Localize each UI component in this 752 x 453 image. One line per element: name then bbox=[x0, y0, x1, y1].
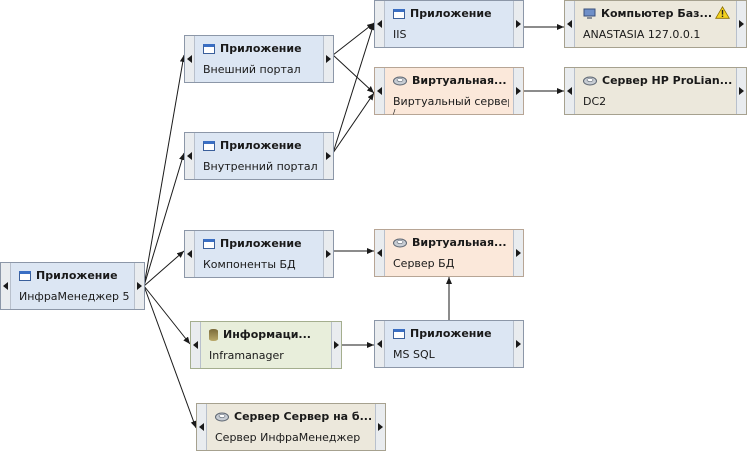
expand-right-handle[interactable] bbox=[375, 404, 385, 450]
expand-left-handle[interactable] bbox=[565, 1, 575, 47]
edge-root-ext bbox=[143, 54, 186, 287]
node-subtitle: ANASTASIA 127.0.0.1 bbox=[583, 28, 701, 41]
expand-left-handle[interactable] bbox=[185, 36, 195, 82]
warning-icon bbox=[715, 6, 730, 19]
expand-right-handle[interactable] bbox=[134, 263, 144, 309]
node-title: Приложение bbox=[220, 237, 302, 250]
node-iis[interactable]: Приложение IIS bbox=[374, 0, 524, 48]
node-ms-sql[interactable]: Приложение MS SQL bbox=[374, 320, 524, 368]
expand-right-handle[interactable] bbox=[513, 1, 523, 47]
expand-right-handle[interactable] bbox=[323, 231, 333, 277]
node-virtual-db-server[interactable]: Виртуальная... Сервер БД bbox=[374, 229, 524, 277]
node-server-inframanager[interactable]: Сервер Сервер на б... Сервер ИнфраМенедж… bbox=[196, 403, 386, 451]
node-title: Приложение bbox=[410, 327, 492, 340]
window-icon bbox=[203, 43, 215, 54]
computer-icon bbox=[583, 8, 596, 19]
node-information-system[interactable]: Информаци... Inframanager bbox=[190, 321, 342, 369]
expand-right-handle[interactable] bbox=[513, 230, 523, 276]
node-subtitle: ИнфраМенеджер 5.x bbox=[19, 290, 130, 303]
node-virtual-server[interactable]: Виртуальная... Виртуальный сервер / bbox=[374, 67, 524, 115]
server-icon bbox=[215, 412, 229, 421]
node-internal-portal[interactable]: Приложение Внутренний портал bbox=[184, 132, 334, 180]
virtual-server-icon bbox=[393, 76, 407, 85]
expand-left-handle[interactable] bbox=[375, 230, 385, 276]
node-subtitle: Виртуальный сервер bbox=[393, 95, 509, 108]
node-root-app[interactable]: Приложение ИнфраМенеджер 5.x bbox=[0, 262, 145, 310]
expand-left-handle[interactable] bbox=[1, 263, 11, 309]
node-subtitle: Сервер БД bbox=[393, 257, 455, 270]
expand-right-handle[interactable] bbox=[323, 133, 333, 179]
edge-ext-iis bbox=[332, 22, 375, 56]
expand-right-handle[interactable] bbox=[323, 36, 333, 82]
node-subtitle: Внешний портал bbox=[203, 63, 301, 76]
node-db-components[interactable]: Приложение Компоненты БД bbox=[184, 230, 334, 278]
edge-root-srv bbox=[143, 285, 197, 429]
database-icon bbox=[209, 328, 218, 341]
node-external-portal[interactable]: Приложение Внешний портал bbox=[184, 35, 334, 83]
node-subtitle: Inframanager bbox=[209, 349, 284, 362]
node-subtitle: Внутренний портал bbox=[203, 160, 318, 173]
expand-left-handle[interactable] bbox=[185, 231, 195, 277]
node-title: Приложение bbox=[410, 7, 492, 20]
expand-left-handle[interactable] bbox=[185, 133, 195, 179]
expand-left-handle[interactable] bbox=[197, 404, 207, 450]
edge-root-int bbox=[143, 152, 185, 287]
expand-left-handle[interactable] bbox=[375, 68, 385, 114]
window-icon bbox=[393, 328, 405, 339]
expand-right-handle[interactable] bbox=[331, 322, 341, 368]
node-subtitle: Компоненты БД bbox=[203, 258, 296, 271]
node-title: Виртуальная... bbox=[412, 236, 507, 249]
edge-root-comp bbox=[143, 250, 185, 287]
node-title: Приложение bbox=[36, 269, 118, 282]
node-subtitle: MS SQL bbox=[393, 348, 435, 361]
edge-int-vm1 bbox=[332, 92, 375, 154]
expand-left-handle[interactable] bbox=[375, 1, 385, 47]
edge-root-info bbox=[143, 285, 191, 345]
expand-right-handle[interactable] bbox=[513, 68, 523, 114]
node-title: Приложение bbox=[220, 139, 302, 152]
expand-right-handle[interactable] bbox=[736, 1, 746, 47]
expand-right-handle[interactable] bbox=[513, 321, 523, 367]
node-computer[interactable]: Компьютер Баз... ANASTASIA 127.0.0.1 bbox=[564, 0, 747, 48]
node-title: Приложение bbox=[220, 42, 302, 55]
window-icon bbox=[19, 270, 31, 281]
node-title: Сервер Сервер на б... bbox=[234, 410, 371, 423]
node-title: Сервер HP ProLian... bbox=[602, 74, 732, 87]
edge-ext-vm1 bbox=[332, 54, 375, 94]
node-title: Компьютер Баз... bbox=[601, 7, 712, 20]
server-icon bbox=[583, 76, 597, 85]
virtual-server-icon bbox=[393, 238, 407, 247]
edge-int-iis bbox=[332, 22, 375, 154]
window-icon bbox=[203, 140, 215, 151]
window-icon bbox=[203, 238, 215, 249]
expand-left-handle[interactable] bbox=[375, 321, 385, 367]
expand-right-handle[interactable] bbox=[736, 68, 746, 114]
node-title: Виртуальная... bbox=[412, 74, 507, 87]
window-icon bbox=[393, 8, 405, 19]
node-subtitle: IIS bbox=[393, 28, 407, 41]
node-subtitle: DC2 bbox=[583, 95, 607, 108]
node-extra-text: / bbox=[393, 109, 396, 115]
node-subtitle: Сервер ИнфраМенеджер bbox=[215, 431, 361, 444]
node-title: Информаци... bbox=[223, 328, 311, 341]
expand-left-handle[interactable] bbox=[565, 68, 575, 114]
node-hp-proliant[interactable]: Сервер HP ProLian... DC2 bbox=[564, 67, 747, 115]
expand-left-handle[interactable] bbox=[191, 322, 201, 368]
